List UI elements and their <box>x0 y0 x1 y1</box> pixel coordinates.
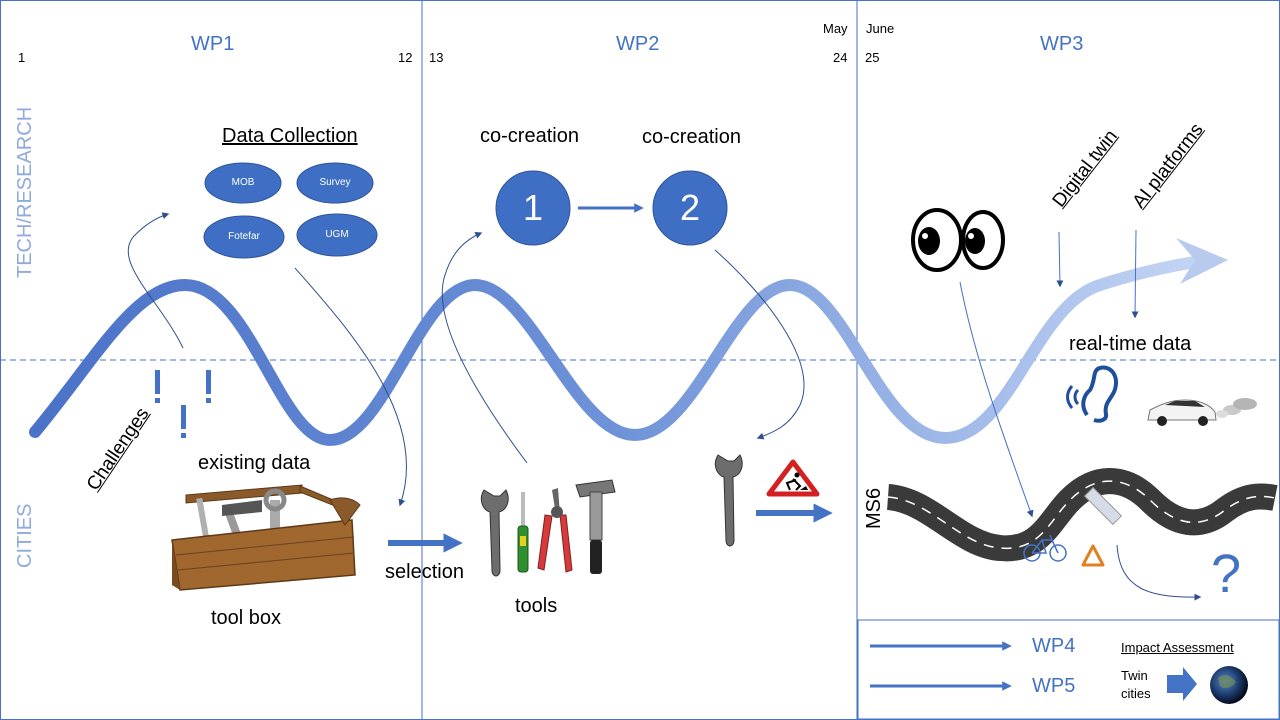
warning-triangle-icon <box>1081 544 1105 567</box>
phase-title-wp2: WP2 <box>616 33 660 55</box>
real-time-data-label: real-time data <box>1069 333 1192 355</box>
roadwork-sign-icon <box>766 459 820 497</box>
ellipse-fotefar <box>203 215 285 259</box>
existing-data-label: existing data <box>198 452 311 474</box>
challenges-to-data-arrow <box>127 212 184 349</box>
selection-label: selection <box>385 561 464 583</box>
toolbox-icon <box>171 484 361 591</box>
progress-wave <box>29 254 1214 447</box>
phase-title-wp1: WP1 <box>191 33 235 55</box>
tools-to-cocreation-arrow <box>441 232 528 464</box>
question-arrow <box>1116 544 1202 601</box>
tools-icon <box>480 479 616 577</box>
ellipse-label-mob: MOB <box>231 177 255 188</box>
wrench-icon <box>714 454 743 547</box>
twin-cities-arrow <box>1167 667 1197 701</box>
ellipse-label-fotefar: Fotefar <box>228 231 260 242</box>
data-collection-title: Data Collection <box>222 125 358 147</box>
bicycle-icon <box>1023 534 1067 562</box>
ellipse-label-ugm: UGM <box>325 229 349 240</box>
ellipse-label-survey: Survey <box>319 177 351 188</box>
ear-icon <box>1066 365 1119 423</box>
legend-wp4: WP4 <box>1032 635 1076 657</box>
ai-platforms-arrow <box>1131 229 1139 319</box>
legend-box <box>857 619 1280 720</box>
cocreation-number-1: 1 <box>522 187 544 228</box>
ellipse-ugm <box>296 213 378 257</box>
lane-label-tech-research: TECH/RESEARCH <box>14 106 36 278</box>
month-start-wp2: 13 <box>429 50 444 65</box>
cocreation-circle-2 <box>652 170 728 246</box>
cocreation-number-2: 2 <box>679 187 701 228</box>
ms6-label: MS6 <box>863 487 885 529</box>
month-start-wp3: 25 <box>865 50 880 65</box>
month-end-wp1: 12 <box>398 50 413 65</box>
month-start-wp1: 1 <box>18 50 26 65</box>
month-may: May <box>823 21 848 36</box>
cocreation-to-wrench-arrow <box>714 249 805 440</box>
data-to-selection-arrow <box>294 267 407 507</box>
cocreation-circle-1 <box>495 170 571 246</box>
legend-twin-cities: Twin cities <box>1121 668 1151 701</box>
cocreation-title-1: co-creation <box>480 125 579 147</box>
digital-twin-arrow <box>1056 231 1064 288</box>
lane-label-cities: CITIES <box>14 503 36 568</box>
tools-label: tools <box>515 595 558 617</box>
tool-box-label: tool box <box>211 607 282 629</box>
exclamation-icons <box>155 370 211 438</box>
road-icon <box>886 468 1278 562</box>
question-mark: ? <box>1211 544 1242 604</box>
legend-wp5: WP5 <box>1032 675 1076 697</box>
wave-arrowhead <box>1176 238 1228 284</box>
eyes-to-bike-arrow <box>959 281 1034 518</box>
month-end-wp2: 24 <box>833 50 848 65</box>
car-icon <box>1147 398 1257 426</box>
ellipse-survey <box>296 162 374 204</box>
phase-title-wp3: WP3 <box>1040 33 1084 55</box>
month-june: June <box>866 21 895 36</box>
legend-impact-assessment: Impact Assessment <box>1121 640 1234 655</box>
cocreation-title-2: co-creation <box>642 126 741 148</box>
ellipse-mob <box>204 162 282 204</box>
eyes-icon <box>911 208 1005 272</box>
